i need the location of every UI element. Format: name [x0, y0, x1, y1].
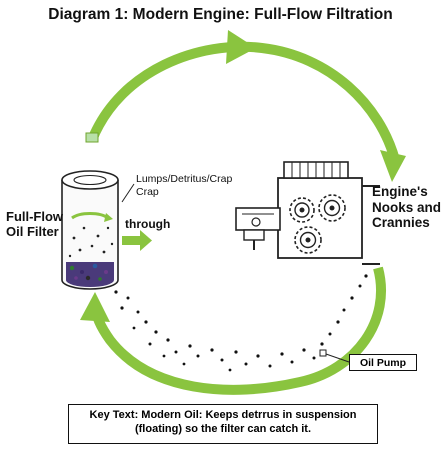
piston-icon — [235, 207, 281, 250]
engine-label-line3: Crannies — [372, 215, 430, 231]
diagram-title: Diagram 1: Modern Engine: Full-Flow Filt… — [48, 6, 393, 23]
engine-gears-icon — [277, 161, 380, 265]
filter-label-line2: Oil Filter — [6, 223, 59, 239]
debris-particles — [114, 274, 368, 372]
engine-label-line1: Engine's — [372, 184, 428, 199]
key-text-box: Key Text: Modern Oil: Keeps detrrus in s… — [68, 404, 378, 444]
oil-filter-canister-icon — [61, 170, 119, 290]
debris-label-line2: Crap — [136, 185, 159, 198]
filter-label: Full-Flow Oil Filter — [6, 209, 64, 239]
engine-label-line2: Nooks and — [372, 199, 441, 215]
engine-label: Engine's Nooks and Crannies — [372, 184, 441, 231]
key-text-line1: Key Text: Modern Oil: Keeps detrrus in s… — [89, 409, 357, 421]
pump-leader-line — [325, 353, 350, 363]
pump-marker — [319, 349, 327, 357]
key-text-line2: (floating) so the filter can catch it. — [134, 423, 312, 436]
through-arrow — [122, 230, 152, 251]
debris-leader-line — [121, 183, 135, 203]
filter-label-line1: Full-Flow — [6, 209, 64, 224]
through-label: through — [125, 217, 171, 231]
top-flow-arrow — [85, 30, 406, 182]
debris-label: Lumps/Detritus/Crap Crap — [136, 173, 232, 198]
debris-label-line1: Lumps/Detritus/Crap — [136, 173, 233, 185]
bottom-flow-arrow — [80, 266, 387, 395]
oil-pump-label: Oil Pump — [349, 354, 417, 371]
